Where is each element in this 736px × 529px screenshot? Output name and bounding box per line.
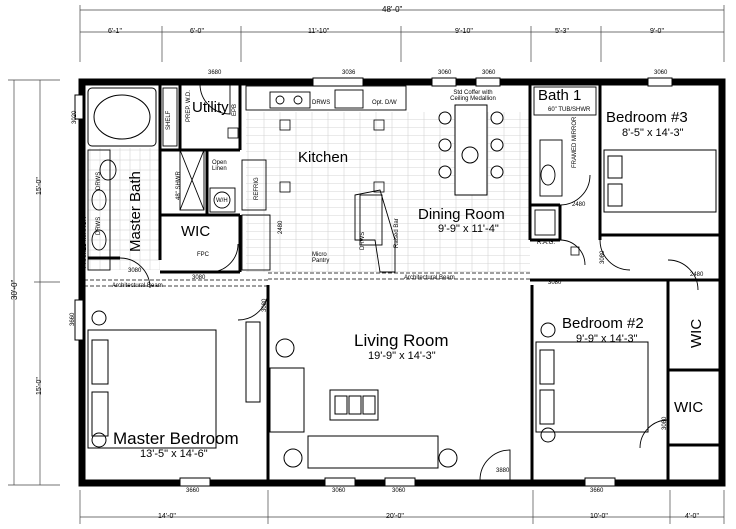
top-segment-2: 6'-0" <box>190 28 204 35</box>
bottom-segment-4: 4'-0" <box>685 513 699 520</box>
top-segment-4: 9'-10" <box>455 28 473 35</box>
wic-right-upper-label: WIC <box>688 318 705 348</box>
bed-bedroom3 <box>603 149 717 213</box>
left-segment-2: 15'-0" <box>36 377 43 395</box>
opening-3036: 3036 <box>342 70 356 76</box>
left-segment-1: 15'-0" <box>36 177 43 195</box>
opening-3080-wic2: 3080 <box>662 416 668 430</box>
bottom-segment-1: 14'-0" <box>158 513 176 520</box>
kitchen-counters <box>241 85 407 273</box>
top-segment-6: 9'-0" <box>650 28 664 35</box>
bottom-segment-3: 10'-0" <box>590 513 608 520</box>
living-room-size: 19'-9" x 14'-3" <box>368 350 436 362</box>
overall-depth-label: 30'-0" <box>10 279 19 300</box>
dimension-lines <box>8 5 725 524</box>
master-vanity <box>87 149 117 271</box>
opening-2480-bath1: 2480 <box>572 202 586 208</box>
interior-walls <box>88 84 720 480</box>
drws-bath-note-1: DRWS <box>96 216 102 235</box>
arch-beam-left-note: Architectural Beam <box>112 283 163 289</box>
opening-3680: 3680 <box>208 70 222 76</box>
opening-3060-bottom: 3060 <box>332 488 346 494</box>
ceiling-lights <box>227 119 580 256</box>
framed-mirror-master: FRAMED MIRROR <box>82 216 88 268</box>
opening-3060-c: 3060 <box>654 70 668 76</box>
bed-bedroom2 <box>535 322 649 443</box>
shower-note: 48" SHWR <box>176 171 182 200</box>
fpc-note: FPC <box>197 252 209 258</box>
epb-note: EPB <box>232 103 238 116</box>
opening-3060-bottom2: 3060 <box>392 488 406 494</box>
architectural-beam <box>84 272 530 287</box>
wic-master-label: WIC <box>181 223 211 240</box>
framed-mirror-bath1: FRAMED MIRROR <box>572 116 578 168</box>
rag-note: R.A.G. <box>537 240 556 246</box>
living-furniture <box>245 321 458 469</box>
bed-master <box>87 310 217 449</box>
opening-3080-bed2: 3080 <box>548 280 562 286</box>
bedroom2-size: 9'-9" x 14'-3" <box>576 333 638 345</box>
bedroom2-label: Bedroom #2 <box>562 315 644 332</box>
dining-room-label: Dining Room <box>418 206 505 223</box>
dining-room-size: 9'-9" x 11'-4" <box>438 223 499 235</box>
opening-3080-bath: 3080 <box>128 268 142 274</box>
opening-3060-b: 3060 <box>482 70 496 76</box>
dining-table <box>438 104 504 196</box>
drws-island-note: DRWS <box>360 231 366 250</box>
raised-bar-note: Raised Bar <box>394 218 400 248</box>
drws-bath-note-2: DRWS <box>96 171 102 190</box>
prep-note: PREP. W.D. <box>186 90 192 122</box>
drws-kitchen-note: DRWS <box>312 100 331 106</box>
refrig-note: REFRIG <box>254 177 260 200</box>
wic-right-lower-label: WIC <box>674 399 704 416</box>
kitchen-label: Kitchen <box>298 149 349 166</box>
bathtub <box>87 87 157 147</box>
bottom-segment-2: 20'-0" <box>386 513 404 520</box>
bedroom3-size: 8'-5" x 14'-3" <box>622 127 684 139</box>
opening-3660-left: 3660 <box>70 312 76 326</box>
shelf-note: SHELF <box>166 110 172 130</box>
windows <box>74 77 673 487</box>
opening-3080-wic: 3080 <box>192 275 206 281</box>
top-segment-5: 5'-3" <box>555 28 569 35</box>
open-linen-note: Open Linen <box>212 160 227 172</box>
overall-width-label: 48'-0" <box>382 5 403 14</box>
opening-3020: 3020 <box>72 110 78 124</box>
opening-3660-bottom-left: 3660 <box>186 488 200 494</box>
coffer-note: Std Coffer with Ceiling Medallion <box>450 90 496 102</box>
opening-2480-kitchen: 2480 <box>278 220 284 234</box>
utility-label: Utility <box>192 99 229 116</box>
opening-2480-wic: 2480 <box>690 272 704 278</box>
opening-3080-living: 3080 <box>262 298 268 312</box>
master-bedroom-label: Master Bedroom <box>113 429 239 448</box>
living-room-label: Living Room <box>354 331 449 350</box>
opt-dw-note: Opt. D/W <box>372 100 397 106</box>
top-segment-1: 6'-1" <box>108 28 122 35</box>
master-bath-label: Master Bath <box>127 171 144 252</box>
opening-3060-a: 3060 <box>438 70 452 76</box>
top-segment-3: 11'-10" <box>308 28 330 35</box>
opening-3080-dining: 3080 <box>600 250 606 264</box>
bath-floor-tile <box>88 148 160 270</box>
tub-shwr-note: 60" TUB/SHWR <box>548 107 591 113</box>
master-bedroom-size: 13'-5" x 14'-6" <box>140 448 208 460</box>
water-heater-note: W/H <box>216 198 228 204</box>
opening-3880: 3880 <box>496 468 510 474</box>
micro-pantry-note: Micro Pantry <box>312 252 330 264</box>
utility-fixtures <box>162 87 236 213</box>
bath1-fixtures <box>533 86 597 236</box>
opening-3660-bottom-right: 3660 <box>590 488 604 494</box>
doors <box>119 83 699 481</box>
arch-beam-right-note: Architectural Beam <box>404 275 455 281</box>
bedroom3-label: Bedroom #3 <box>606 109 688 126</box>
bath1-label: Bath 1 <box>538 87 582 104</box>
